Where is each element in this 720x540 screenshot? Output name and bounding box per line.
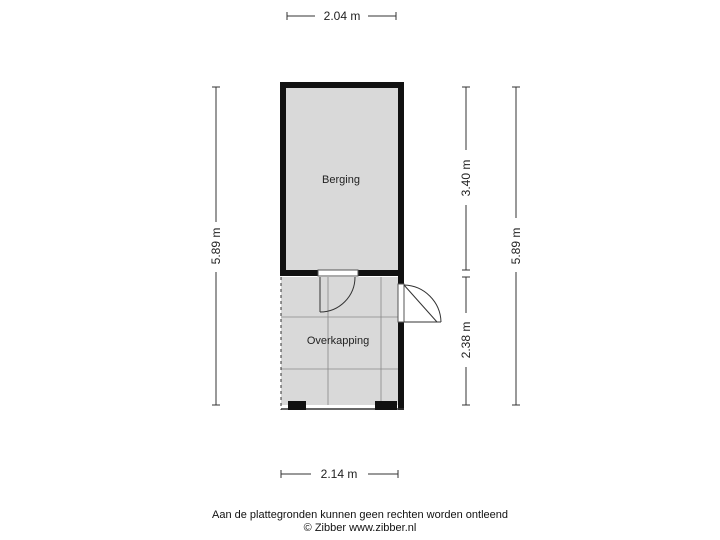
dimension-right-total-label: 5.89 m (509, 228, 523, 265)
dimension-bottom-width (280, 470, 399, 478)
dimension-right-upper-label: 3.40 m (459, 160, 473, 197)
storage-door-opening (317, 269, 359, 277)
canopy-right-wall (398, 276, 404, 410)
room-label-storage: Berging (322, 174, 360, 186)
dimension-top-width (286, 12, 397, 20)
canopy-floor (281, 277, 398, 405)
dimension-right-total (512, 86, 520, 406)
side-door-swing (403, 284, 442, 323)
floor-plan: 2.04 m 5.89 m 3.40 m 2.38 m 5.89 m (209, 9, 523, 481)
storage-floor (285, 87, 399, 271)
dimension-bottom-width-label: 2.14 m (321, 467, 358, 481)
footer-copyright: © Zibber www.zibber.nl (303, 522, 417, 534)
dimension-left-height (212, 86, 220, 406)
dimension-right-upper (462, 86, 470, 271)
canopy-side-door-opening (397, 283, 405, 323)
dimension-top-width-label: 2.04 m (324, 9, 361, 23)
dimension-left-height-label: 5.89 m (209, 228, 223, 265)
dimension-right-lower (462, 276, 470, 406)
canopy-floor-grid (281, 277, 398, 405)
canopy-bottom-edge (281, 401, 404, 410)
room-label-canopy: Overkapping (307, 335, 369, 347)
dimension-right-lower-label: 2.38 m (459, 322, 473, 359)
storage-walls (280, 82, 404, 276)
footer-disclaimer: Aan de plattegronden kunnen geen rechten… (211, 509, 508, 521)
storage-door-swing (319, 276, 356, 313)
